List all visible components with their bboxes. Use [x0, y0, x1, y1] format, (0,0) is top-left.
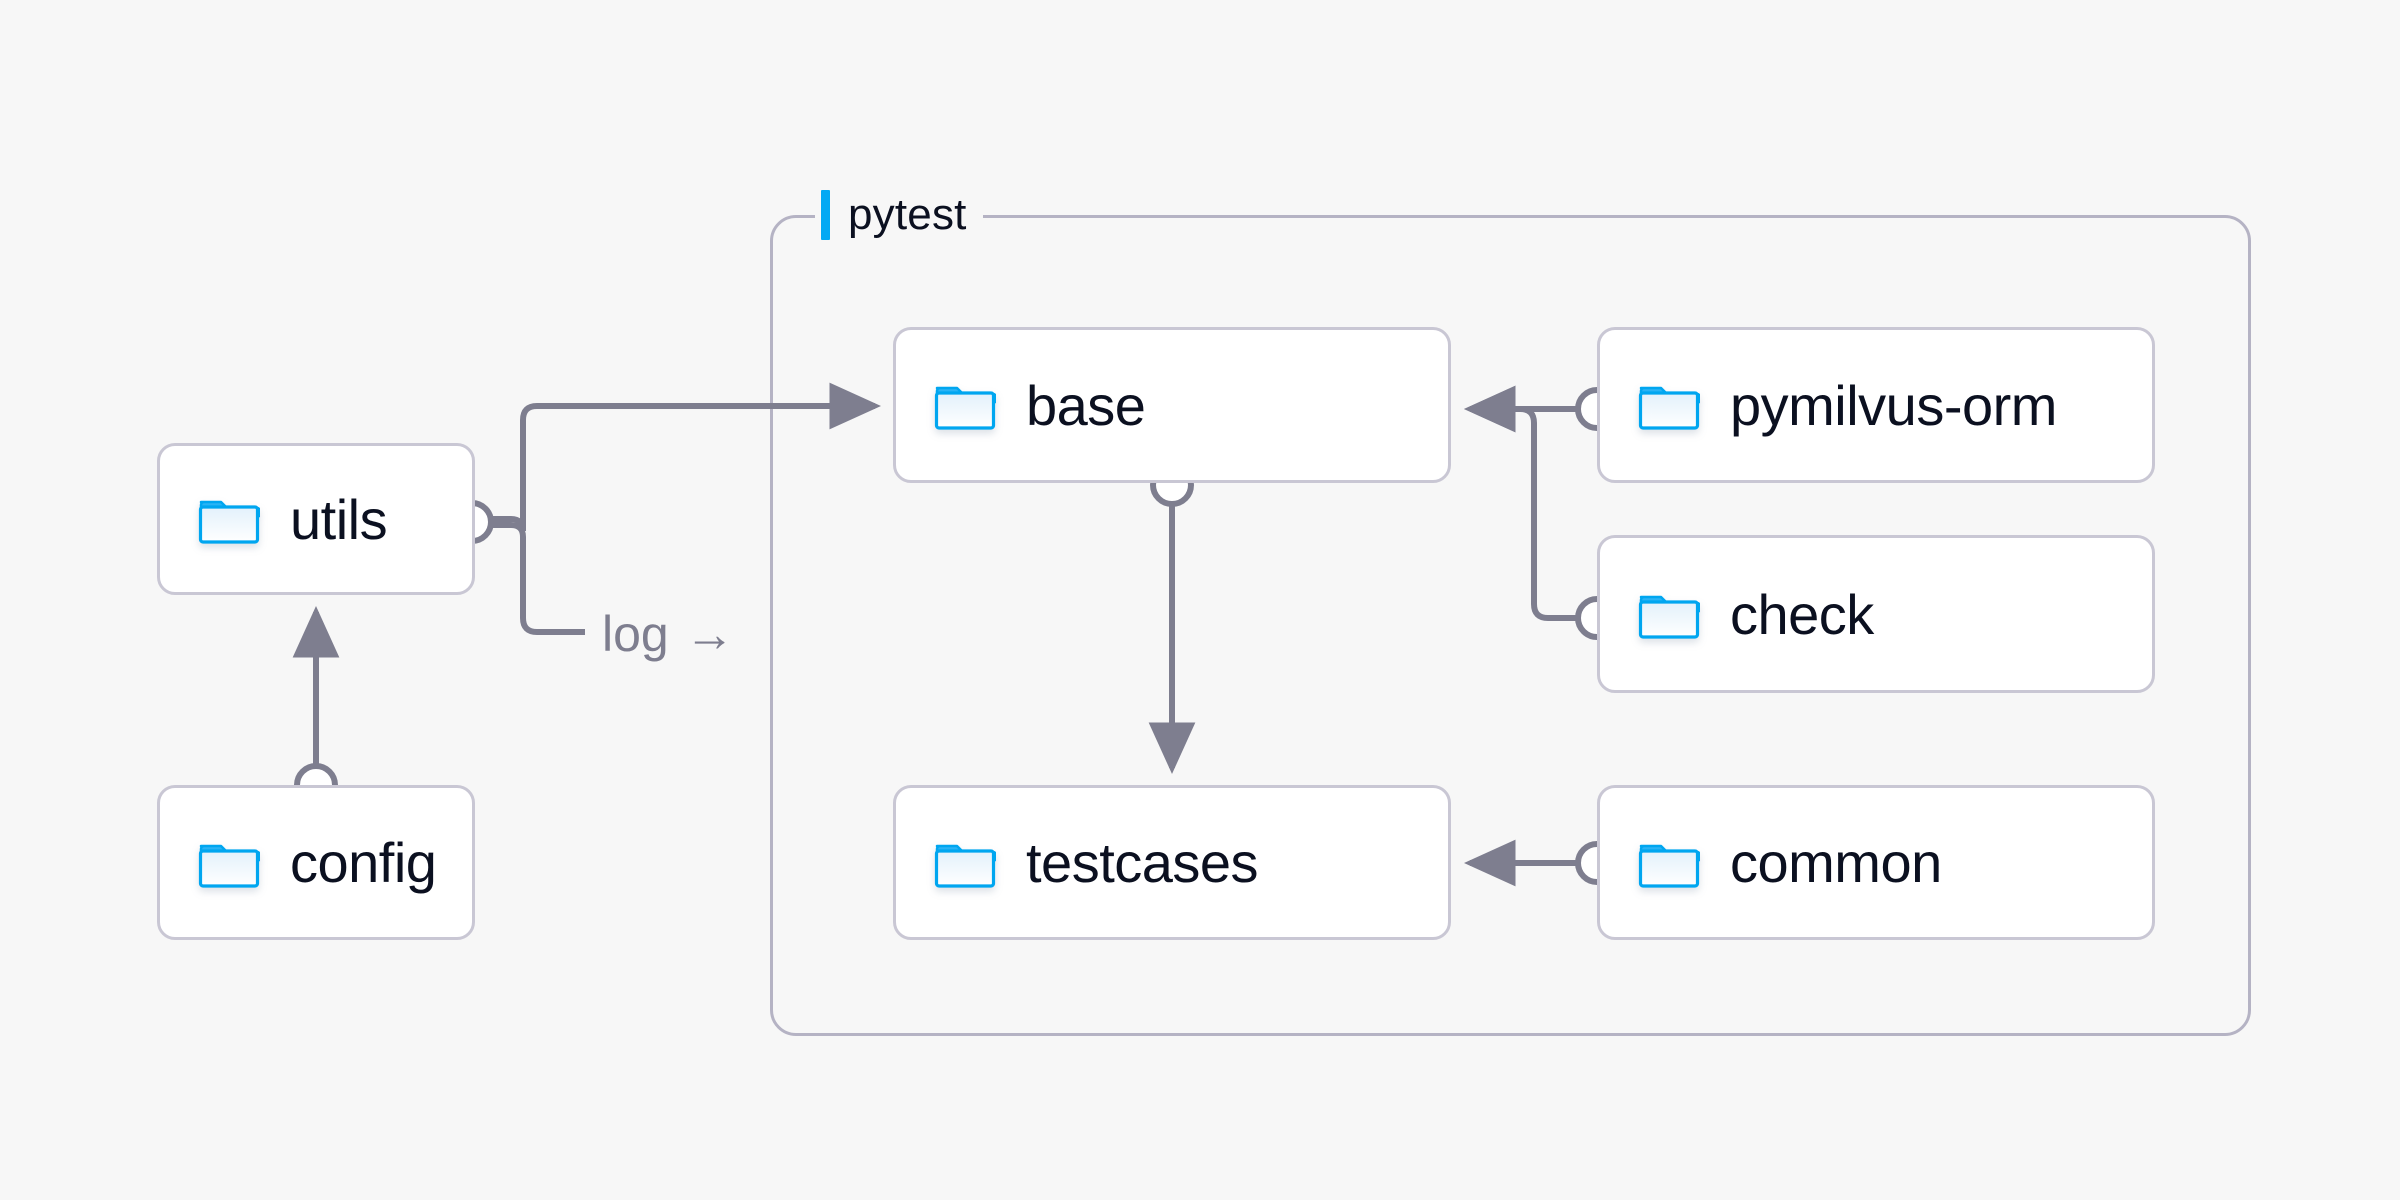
- node-common[interactable]: common: [1597, 785, 2155, 940]
- node-label-utils: utils: [290, 487, 388, 551]
- folder-icon-glyph: [1638, 595, 1702, 639]
- node-label-config: config: [290, 831, 437, 894]
- folder-icon-glyph: [198, 500, 262, 544]
- folder-icon: [198, 837, 262, 889]
- group-title: pytest: [848, 190, 967, 239]
- node-pymilvus-orm[interactable]: pymilvus-orm: [1597, 327, 2155, 483]
- folder-icon: [1638, 379, 1702, 431]
- folder-icon-glyph: [1638, 844, 1702, 888]
- folder-icon: [934, 379, 998, 431]
- folder-icon: [1638, 837, 1702, 889]
- node-label-base: base: [1026, 373, 1146, 437]
- folder-icon: [198, 493, 262, 545]
- folder-icon-glyph: [934, 386, 998, 430]
- folder-icon: [934, 837, 998, 889]
- group-container-pytest[interactable]: [770, 215, 2251, 1036]
- node-label-testcases: testcases: [1026, 831, 1259, 894]
- node-utils[interactable]: utils: [157, 443, 475, 595]
- folder-icon-glyph: [934, 844, 998, 888]
- arrow-right-icon: →: [684, 606, 735, 662]
- edge-label-log: log →: [602, 605, 735, 663]
- edge-label-log-text: log: [602, 606, 669, 662]
- edge-config-to-utils[interactable]: [292, 605, 340, 807]
- node-label-check: check: [1730, 582, 1874, 646]
- node-testcases[interactable]: testcases: [893, 785, 1451, 940]
- node-label-pymilvus-orm: pymilvus-orm: [1730, 373, 2057, 437]
- node-base[interactable]: base: [893, 327, 1451, 483]
- group-accent-bar: [821, 190, 830, 240]
- folder-icon: [1638, 588, 1702, 640]
- folder-icon-glyph: [198, 844, 262, 888]
- node-config[interactable]: config: [157, 785, 475, 940]
- node-check[interactable]: check: [1597, 535, 2155, 693]
- group-label-pytest: pytest: [815, 187, 983, 243]
- node-label-common: common: [1730, 831, 1942, 894]
- folder-icon-glyph: [1638, 386, 1702, 430]
